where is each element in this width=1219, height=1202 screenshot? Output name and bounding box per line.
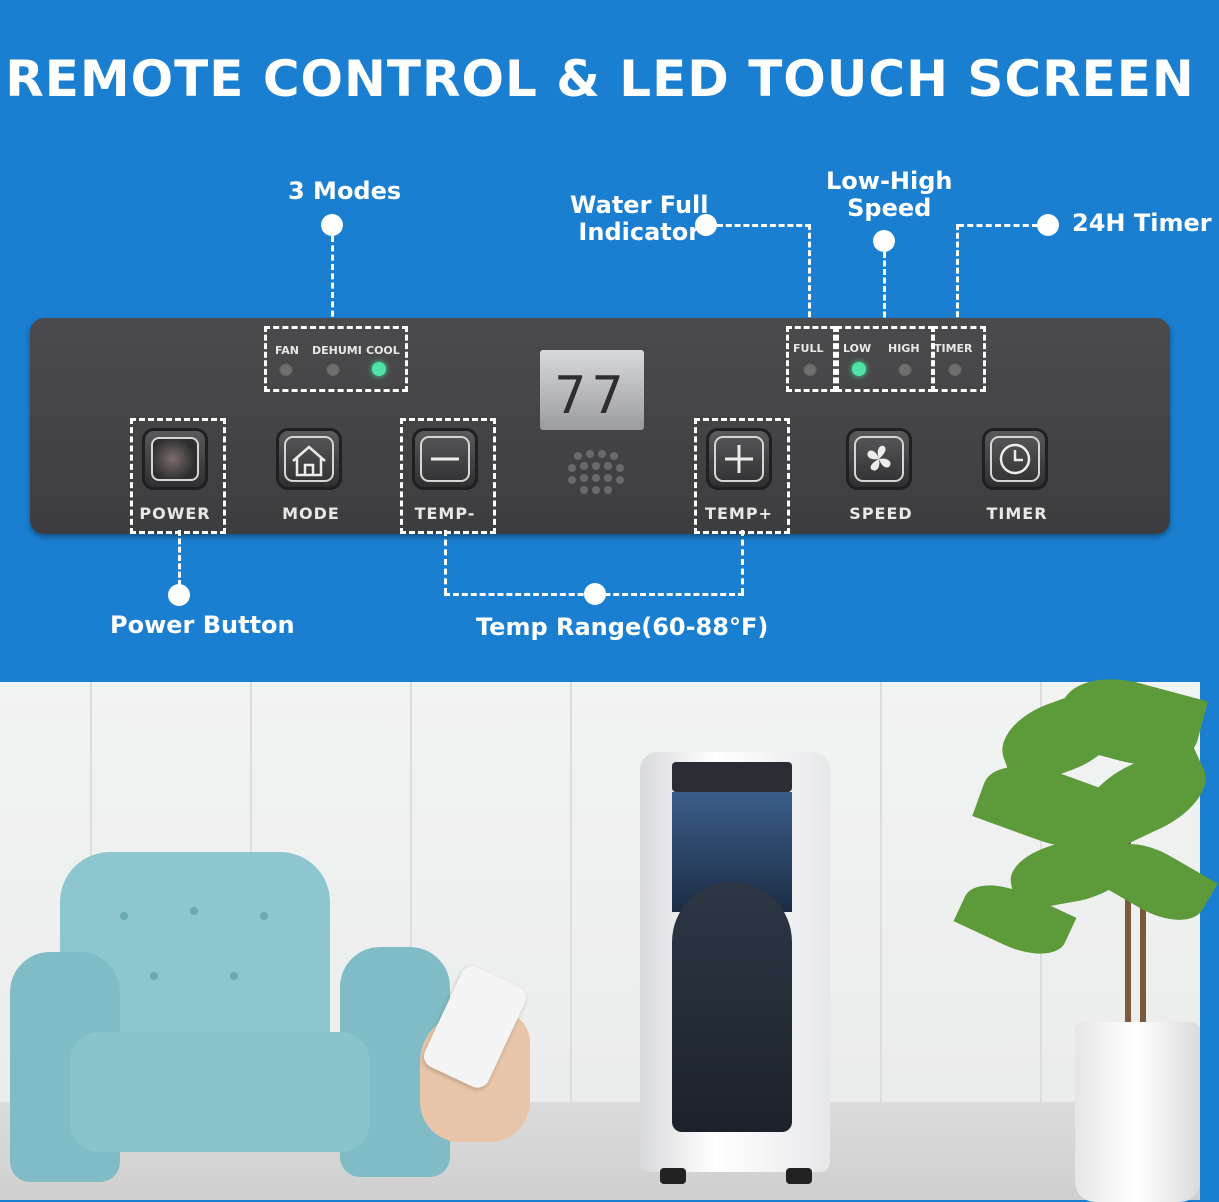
callout-line-modes bbox=[331, 236, 334, 326]
temp-minus-label: TEMP- bbox=[414, 504, 476, 523]
temp-minus-button[interactable] bbox=[412, 428, 478, 490]
led-label-timer: TIMER bbox=[934, 342, 973, 355]
callout-dot-modes bbox=[321, 214, 343, 236]
led-label-low: LOW bbox=[843, 342, 872, 355]
minus-icon bbox=[420, 436, 470, 482]
power-icon bbox=[151, 437, 199, 481]
timer-button[interactable] bbox=[982, 428, 1048, 490]
full-led-group bbox=[786, 326, 836, 392]
temp-plus-label: TEMP+ bbox=[705, 504, 773, 523]
callout-dot-power bbox=[168, 584, 190, 606]
control-panel: FAN DEHUMI COOL FULL LOW HIGH TIMER 77 bbox=[30, 318, 1170, 534]
speaker-grille-icon bbox=[560, 446, 630, 496]
temperature-display-value: 77 bbox=[554, 366, 630, 426]
temperature-display: 77 bbox=[540, 350, 644, 430]
callout-line-water-full-h bbox=[717, 224, 811, 227]
callout-dot-water-full bbox=[695, 214, 717, 236]
callout-water-full-line2: Indicator bbox=[578, 218, 701, 246]
callout-line-power bbox=[178, 530, 181, 586]
timer-button-label: TIMER bbox=[986, 504, 1048, 523]
callout-speed: Low-High Speed bbox=[826, 168, 953, 222]
led-high bbox=[898, 362, 912, 376]
callout-water-full: Water Full Indicator bbox=[570, 192, 709, 246]
led-timer bbox=[948, 362, 962, 376]
callout-water-full-line1: Water Full bbox=[570, 191, 709, 219]
house-icon bbox=[284, 436, 334, 482]
led-label-fan: FAN bbox=[275, 344, 299, 357]
led-low bbox=[852, 362, 866, 376]
led-dehumi bbox=[326, 362, 340, 376]
led-label-high: HIGH bbox=[888, 342, 920, 355]
callout-dot-timer bbox=[1037, 214, 1059, 236]
callout-temp-range: Temp Range(60-88°F) bbox=[476, 613, 769, 641]
led-fan bbox=[279, 362, 293, 376]
temp-minus-group bbox=[400, 418, 496, 534]
power-button-label: POWER bbox=[139, 504, 211, 523]
callout-modes: 3 Modes bbox=[288, 177, 402, 205]
temp-plus-button[interactable] bbox=[706, 428, 772, 490]
callout-line-timer-h bbox=[958, 224, 1038, 227]
speed-button-label: SPEED bbox=[849, 504, 913, 523]
callout-line-water-full-v bbox=[808, 224, 811, 326]
power-button[interactable] bbox=[142, 428, 208, 490]
callout-speed-line1: Low-High bbox=[826, 167, 953, 195]
callout-line-speed bbox=[883, 252, 886, 326]
led-full bbox=[803, 362, 817, 376]
speed-button[interactable] bbox=[846, 428, 912, 490]
callout-power: Power Button bbox=[110, 611, 295, 639]
speed-led-group bbox=[836, 326, 934, 392]
led-label-cool: COOL bbox=[366, 344, 400, 357]
led-label-full: FULL bbox=[793, 342, 824, 355]
clock-icon bbox=[990, 436, 1040, 482]
feature-banner: REMOTE CONTROL & LED TOUCH SCREEN 3 Mode… bbox=[5, 50, 1212, 641]
callout-dot-temp-range bbox=[584, 583, 606, 605]
mode-led-group bbox=[264, 326, 408, 392]
callout-line-temp-plus bbox=[741, 530, 744, 594]
mode-button-label: MODE bbox=[282, 504, 340, 523]
led-cool bbox=[372, 362, 386, 376]
headline: REMOTE CONTROL & LED TOUCH SCREEN bbox=[5, 50, 1195, 108]
callout-dot-speed bbox=[873, 230, 895, 252]
callout-line-temp-minus bbox=[444, 530, 447, 594]
fan-icon bbox=[854, 436, 904, 482]
callout-timer: 24H Timer bbox=[1072, 209, 1212, 237]
led-label-dehumi: DEHUMI bbox=[312, 344, 362, 357]
timer-led-group bbox=[932, 326, 986, 392]
lifestyle-photo bbox=[0, 665, 1219, 1202]
callout-line-timer-v bbox=[956, 224, 959, 326]
mode-button[interactable] bbox=[276, 428, 342, 490]
callout-speed-line2: Speed bbox=[847, 194, 932, 222]
plus-icon bbox=[714, 436, 764, 482]
